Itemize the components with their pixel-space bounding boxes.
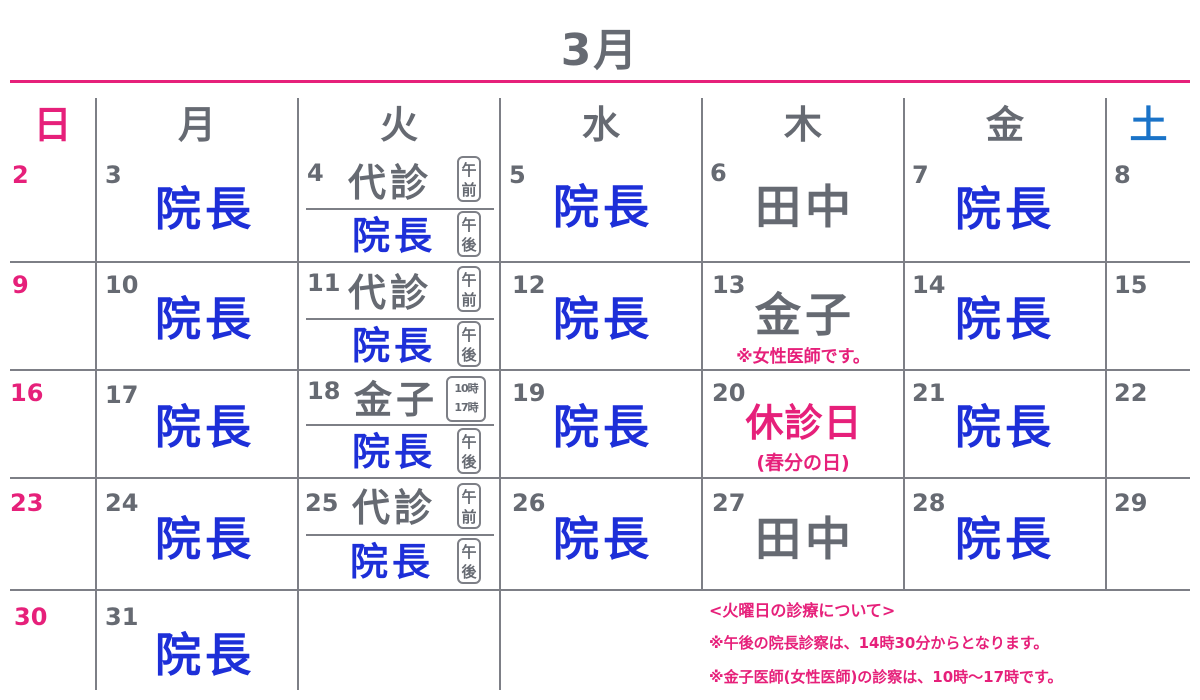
day-number: 4 [307,159,324,187]
doctor-name-pm: 院長 [352,430,437,474]
afternoon-tag: 午後 [457,211,481,257]
morning-tag: 午前 [457,156,481,202]
calendar-title: 3月 [560,25,640,76]
day-number: 31 [105,603,139,631]
day-number: 19 [512,379,546,407]
day-number: 18 [307,377,341,405]
doctor-name-am: 代診 [348,161,433,205]
doctor-name: 院長 [955,292,1055,346]
afternoon-tag: 午後 [457,428,481,474]
half-day-divider [306,424,494,426]
day-number: 10 [105,271,139,299]
doctor-name-am: 代診 [348,271,433,315]
day-number: 13 [712,271,746,299]
day-number: 24 [105,489,139,517]
doctor-name: 院長 [155,628,255,682]
day-number: 22 [1114,379,1148,407]
holiday-label: 休診日 [745,401,863,445]
doctor-name: 田中 [755,180,855,234]
grid-line [95,98,97,690]
day-number: 9 [12,271,29,299]
day-number: 16 [10,379,44,407]
doctor-name-am: 代診 [352,486,437,530]
doctor-name: 院長 [155,292,255,346]
day-number: 30 [14,603,48,631]
grid-line [903,98,905,590]
afternoon-tag: 午後 [457,538,481,584]
tuesday-notes-heading: <火曜日の診療について> [709,601,896,620]
day-number: 12 [512,271,546,299]
doctor-name-pm: 院長 [352,214,437,258]
morning-tag: 午前 [457,266,481,312]
doctor-name: 院長 [155,182,255,236]
doctor-name-am: 金子 [354,378,439,422]
day-number: 5 [509,161,526,189]
day-number: 8 [1114,161,1131,189]
doctor-name: 金子 [755,288,855,342]
doctor-name: 田中 [755,512,855,566]
doctor-name: 院長 [155,400,255,454]
day-number: 3 [105,161,122,189]
doctor-name-pm: 院長 [350,540,435,584]
doctor-name: 院長 [553,512,653,566]
grid-line [1105,98,1107,590]
day-number: 21 [912,379,946,407]
weekday-tue: 火 [379,103,418,147]
half-day-divider [306,208,494,210]
day-number: 2 [12,161,29,189]
grid-line [10,589,1190,591]
doctor-name: 院長 [955,512,1055,566]
day-number: 17 [105,381,139,409]
half-day-divider [306,318,494,320]
tuesday-notes-line1: ※午後の院長診察は、14時30分からとなります。 [709,634,1049,652]
doctor-name: 院長 [155,512,255,566]
weekday-wed: 水 [581,103,620,147]
title-underline [10,80,1190,83]
day-number: 28 [912,489,946,517]
holiday-name: (春分の日) [756,452,850,474]
morning-tag: 午前 [457,483,481,529]
day-number: 7 [912,161,929,189]
tuesday-notes-line2: ※金子医師(女性医師)の診察は、10時～17時です。 [709,668,1063,686]
grid-line [10,369,1190,371]
doctor-name-pm: 院長 [352,324,437,368]
day-number: 26 [512,489,546,517]
weekday-mon: 月 [177,103,216,147]
grid-line [701,98,703,590]
weekday-fri: 金 [985,103,1024,147]
grid-line [10,261,1190,263]
day-number: 11 [307,269,341,297]
doctor-name: 院長 [553,400,653,454]
day-number: 25 [305,489,339,517]
female-doctor-note: ※女性医師です。 [736,347,870,367]
day-number: 27 [712,489,746,517]
half-day-divider [306,534,494,536]
grid-line [297,98,299,690]
day-number: 15 [1114,271,1148,299]
grid-line [499,98,501,690]
weekday-sun: 日 [33,103,72,147]
grid-line [10,477,1190,479]
weekday-sat: 土 [1129,103,1168,147]
doctor-name: 院長 [553,180,653,234]
day-number: 20 [712,379,746,407]
doctor-name: 院長 [955,400,1055,454]
day-number: 29 [1114,489,1148,517]
afternoon-tag: 午後 [457,321,481,367]
day-number: 6 [710,159,727,187]
day-number: 14 [912,271,946,299]
doctor-name: 院長 [955,182,1055,236]
doctor-name: 院長 [553,292,653,346]
weekday-thu: 木 [783,103,822,147]
day-number: 23 [10,489,44,517]
